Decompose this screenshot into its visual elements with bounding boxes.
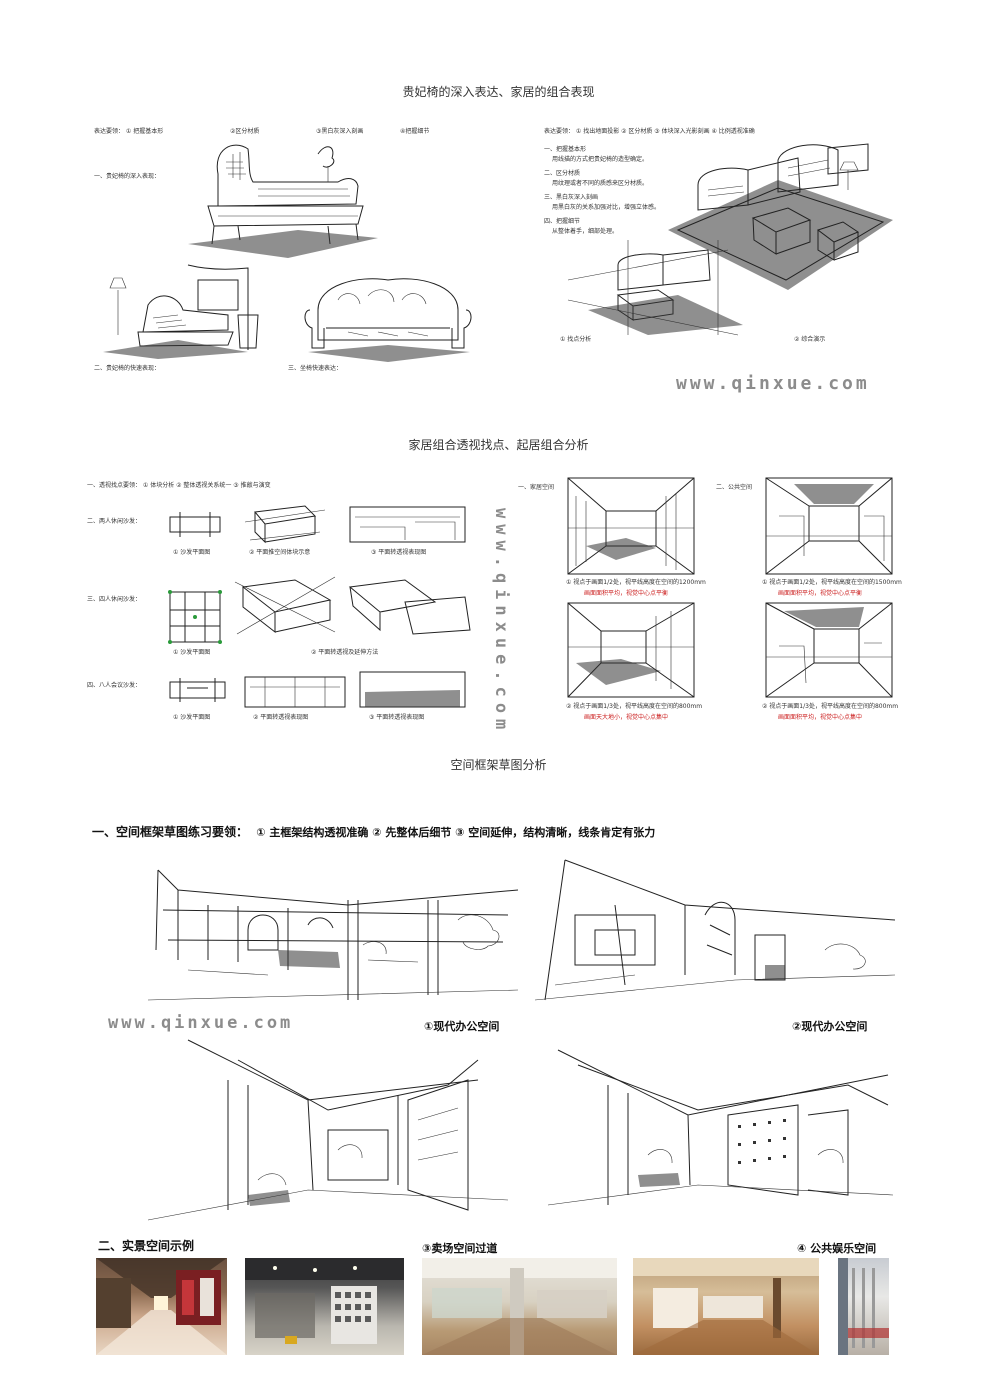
sheet1-h3: ③黑白灰深入刻画: [316, 128, 364, 135]
chaise-quick-sketch: [103, 264, 259, 359]
real-heading: 二、实景空间示例: [98, 1239, 195, 1253]
sheet1-label-quick: 二、贵妃椅的快速表现：: [94, 365, 161, 372]
living-room-small-sketch: [567, 240, 743, 336]
public-space-sketch-1: [765, 477, 893, 575]
sheet-perspective-points: 一、透视找点要领： ① 体块分析 ② 整体透视关系统一 ③ 推敲与演变 二、两人…: [85, 474, 485, 724]
sheet2-t1d: 用线描的方式把贵妃椅的造型确定。: [552, 156, 649, 163]
mall-framework-sketch-3: [147, 1039, 509, 1221]
sheet1-label-deep: 一、贵妃椅的深入表现：: [94, 173, 161, 180]
watermark-vertical: www.qinxue.com: [491, 508, 511, 736]
sofa-plan-to-perspective-sketches: [168, 505, 471, 708]
watermark-framework: www.qinxue.com: [108, 1013, 294, 1033]
sheet4-a1r: 画面面积平均，视觉中心点平衡: [584, 590, 669, 597]
office-framework-sketch-1: [147, 869, 519, 1001]
sheet-space-perspective: 一、家居空间 二、公共空间 ① 视点于画面1/2处，视平线高度在空间的1200m…: [516, 474, 902, 726]
living-room-combo-sketch: [668, 143, 893, 290]
framework-heading: 一、空间框架草图练习要领： ① 主框架结构透视准确 ② 先整体后细节 ③ 空间延…: [92, 823, 655, 840]
sheet3-r3c1: ① 沙发平面图: [173, 714, 211, 721]
sheet3-r1: 二、两人休闲沙发：: [87, 518, 142, 525]
sheet1-h2: ②区分材质: [230, 128, 260, 135]
photo-office-lobby: [245, 1258, 404, 1355]
photo-atrium: [838, 1258, 889, 1355]
sheet4-l2: 二、公共空间: [716, 484, 753, 491]
home-space-sketch-2: [567, 602, 695, 698]
framework-caption-1: ①现代办公空间: [424, 1020, 500, 1033]
sofa-quick-sketch: [304, 278, 472, 362]
framework-heading-title: 一、空间框架草图练习要领：: [92, 825, 249, 839]
framework-caption-2: ②现代办公空间: [792, 1020, 868, 1033]
photo-entertainment-lobby-graphic: [633, 1258, 819, 1355]
photo-entertainment-lobby: [633, 1258, 819, 1355]
framework-points: ① 主框架结构透视准确 ② 先整体后细节 ③ 空间延伸，结构清晰，线条肯定有张力: [256, 826, 656, 839]
sheet-living-combo: 表达要领： ① 找出地面投影 ② 区分材质 ③ 体块深入光影刻画 ④ 比例透视准…: [538, 120, 898, 382]
sheet2-header: 表达要领： ① 找出地面投影 ② 区分材质 ③ 体块深入光影刻画 ④ 比例透视准…: [544, 128, 755, 135]
sheet2-c1: ① 找点分析: [560, 336, 592, 343]
sheet3-r1c2: ② 平面推空间体块示意: [249, 549, 311, 556]
public-space-sketch-2: [765, 602, 893, 698]
sheet3-r2: 三、四人休闲沙发：: [87, 596, 142, 603]
photo-atrium-graphic: [838, 1258, 889, 1355]
sheet2-t1: 一、把握基本形: [544, 146, 587, 153]
sheet1-header: 表达要领： ① 把握基本形: [94, 128, 164, 135]
photo-store-aisle: [422, 1258, 617, 1355]
sheet3-r2c2: ② 平面转透视及延伸方法: [311, 649, 379, 656]
section-title-2: 家居组合透视找点、起居组合分析: [408, 438, 589, 452]
sheet2-t2: 二、区分材质: [544, 170, 581, 177]
photo-mall-corridor: [96, 1258, 227, 1355]
photo-mall-corridor-graphic: [96, 1258, 227, 1355]
sheet3-r3: 四、八人会议沙发：: [87, 682, 142, 689]
sheet3-r2c1: ① 沙发平面图: [173, 649, 211, 656]
sheet4-a3r: 画面天大地小，视觉中心点集中: [584, 714, 669, 721]
sheet4-a2r: 画面面积平均，视觉中心点平衡: [778, 590, 863, 597]
sheet4-a1: ① 视点于画面1/2处，视平线高度在空间的1200mm: [566, 579, 706, 586]
office-framework-sketch-2: [534, 859, 896, 1001]
sheet1-h4: ④把握细节: [400, 128, 430, 135]
sheet4-a3: ② 视点于画面1/3处，视平线高度在空间的800mm: [566, 703, 703, 710]
home-space-sketch-1: [567, 477, 695, 575]
sheet3-r1c1: ① 沙发平面图: [173, 549, 211, 556]
sheet2-c2: ② 综合演示: [794, 336, 826, 343]
sheet2-t3: 三、黑白灰深入刻画: [544, 194, 599, 201]
sheet1-label-sofa: 三、坐椅快速表达：: [288, 365, 343, 372]
sheet2-t2d: 用纹理或者不同的质感来区分材质。: [552, 180, 649, 187]
sheet2-t4: 四、把握细节: [544, 218, 581, 225]
sheet4-a4r: 画面面积平均，视觉中心点集中: [778, 714, 863, 721]
sheet2-t3d: 用黑白灰的关系加强对比，增强立体感。: [552, 204, 661, 211]
watermark-top: www.qinxue.com: [676, 373, 870, 394]
sheet4-l1: 一、家居空间: [518, 484, 555, 491]
sheet3-header: 一、透视找点要领： ① 体块分析 ② 整体透视关系统一 ③ 推敲与演变: [87, 482, 271, 489]
sheet-chaise-lounge: 表达要领： ① 把握基本形 ②区分材质 ③黑白灰深入刻画 ④把握细节 一、贵妃椅…: [88, 120, 498, 382]
sheet3-r3c3: ③ 平面转透视表现图: [369, 714, 425, 721]
real-caption-3: ③卖场空间过道: [422, 1242, 498, 1255]
photo-store-aisle-graphic: [422, 1258, 617, 1355]
real-caption-4: ④ 公共娱乐空间: [797, 1242, 877, 1255]
sheet4-a2: ① 视点于画面1/2处，视平线高度在空间的1500mm: [762, 579, 902, 586]
sheet4-a4: ② 视点于画面1/3处，视平线高度在空间的800mm: [762, 703, 899, 710]
photo-office-lobby-graphic: [245, 1258, 404, 1344]
entertainment-framework-sketch-4: [547, 1049, 894, 1206]
sheet3-r3c2: ② 平面转透视表现图: [253, 714, 309, 721]
sheet2-t4d: 从整体着手，细部处理。: [552, 228, 619, 235]
sheet3-r1c3: ③ 平面转透视表现图: [371, 549, 427, 556]
section-title-3: 空间框架草图分析: [450, 758, 547, 772]
chaise-lounge-sketch: [188, 144, 378, 258]
section-title-1: 贵妃椅的深入表达、家居的组合表现: [402, 85, 595, 99]
